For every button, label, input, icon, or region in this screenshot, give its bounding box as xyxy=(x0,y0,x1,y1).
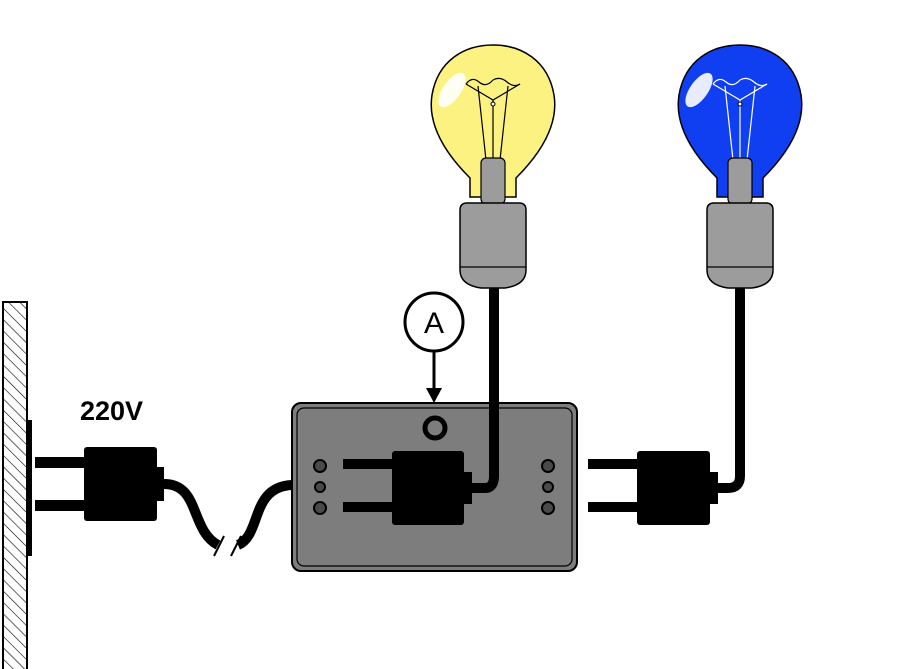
inner-plug xyxy=(343,451,472,525)
blue-bulb-cable xyxy=(718,282,745,493)
blue-light-bulb xyxy=(677,44,803,289)
marker-a: A xyxy=(403,291,465,403)
power-cable xyxy=(163,479,293,557)
indicator-ring xyxy=(422,415,448,441)
yellow-light-bulb xyxy=(430,44,556,289)
voltage-label: 220V xyxy=(80,396,143,426)
yellow-bulb-cable xyxy=(472,282,499,493)
right-socket xyxy=(541,459,555,515)
wall xyxy=(2,301,32,669)
outer-plug xyxy=(588,451,718,525)
left-socket xyxy=(313,459,327,515)
marker-label: A xyxy=(424,307,444,340)
source-plug xyxy=(35,447,164,521)
